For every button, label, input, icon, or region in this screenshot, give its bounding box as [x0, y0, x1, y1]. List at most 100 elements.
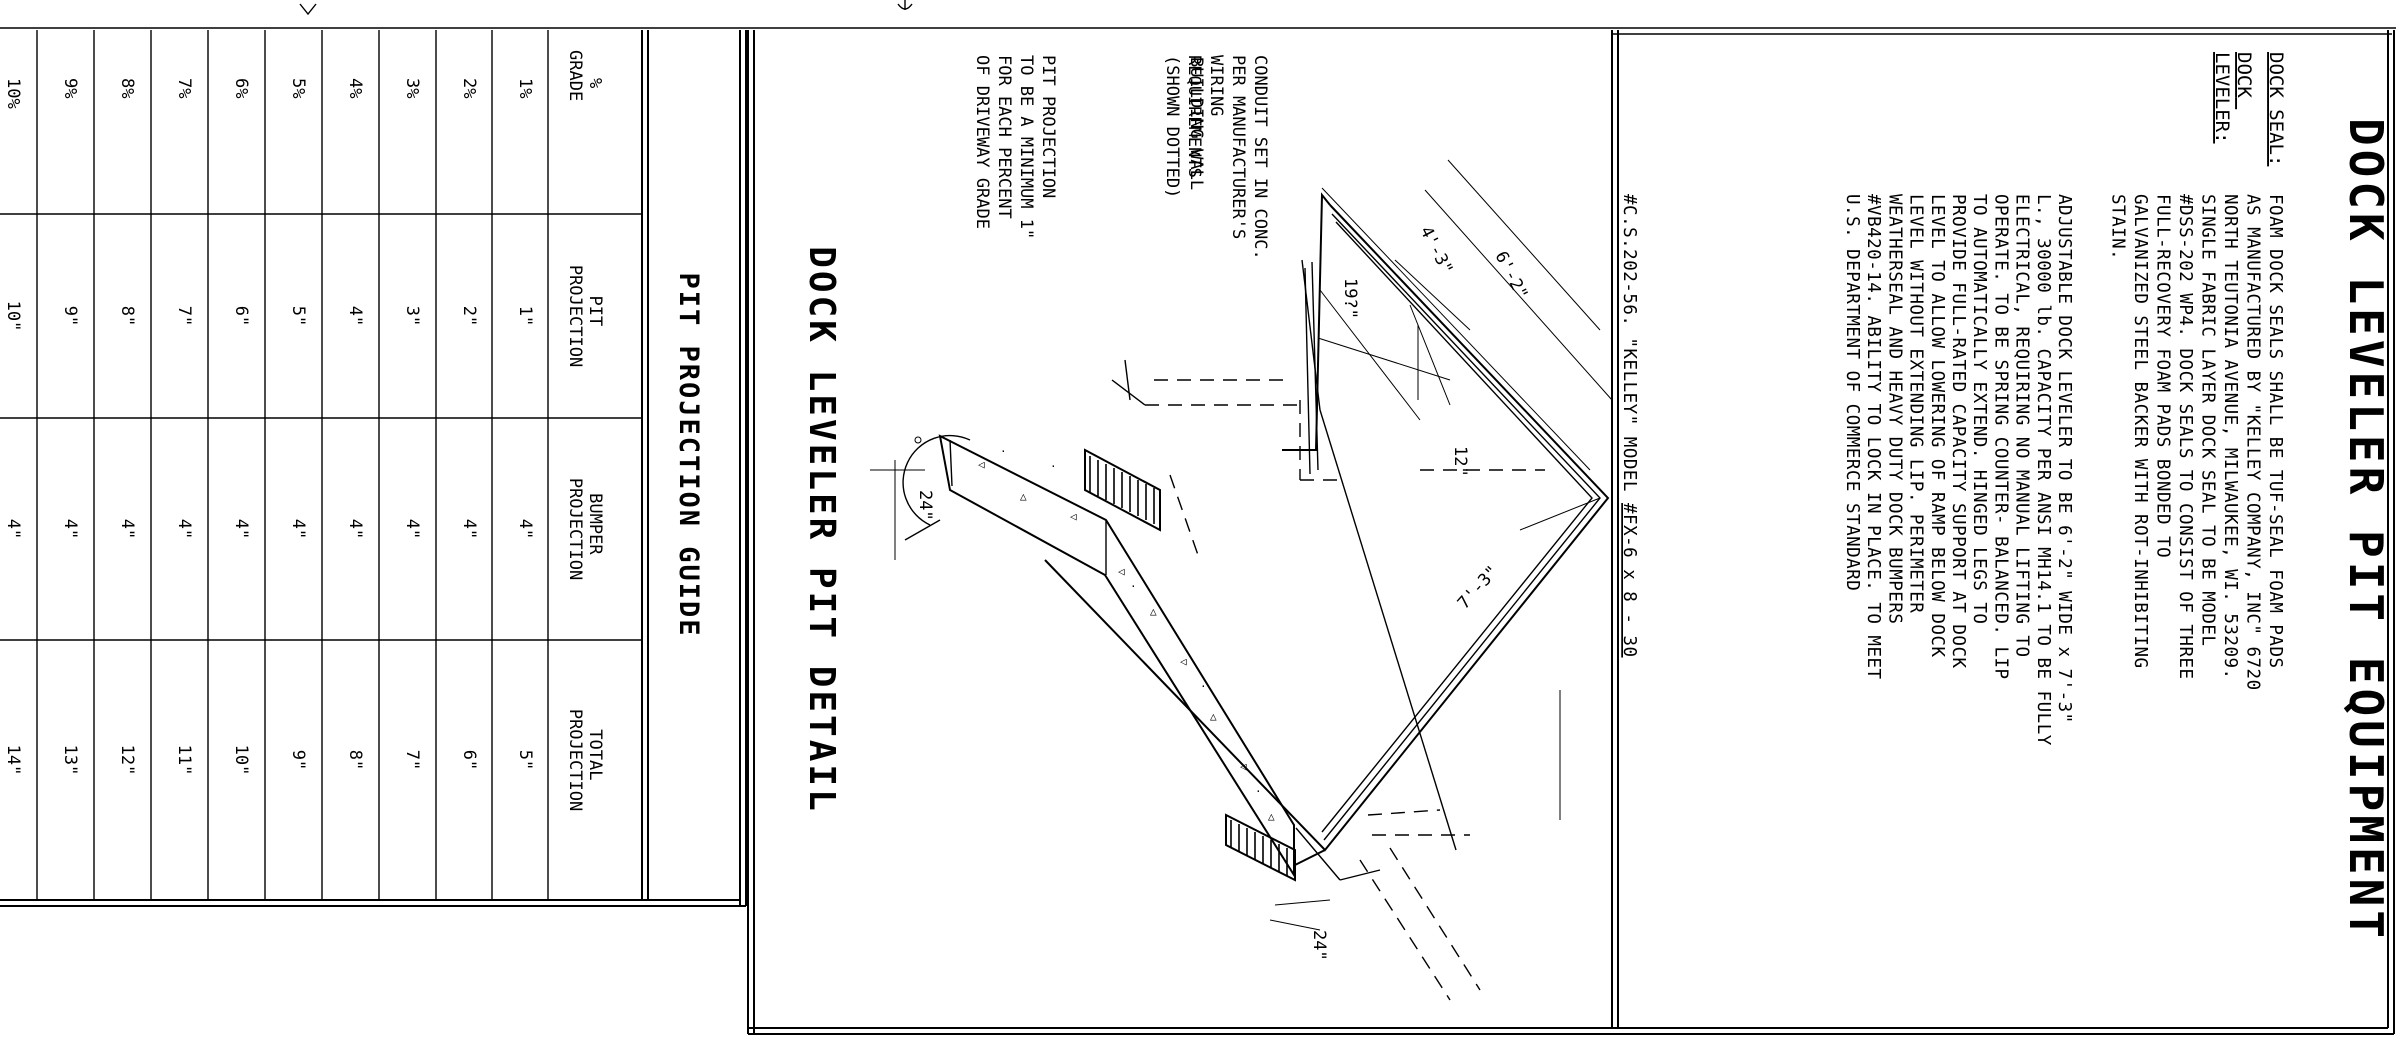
pit-projection-cell: 10": [3, 301, 23, 332]
pit-detail-panel: DOCK LEVELER PIT DETAIL CONDUIT SET IN C…: [801, 55, 1613, 1001]
dock-leveler-model-line: #C.S.202-56. "KELLEY" MODEL #FX-6 x 8 - …: [1619, 194, 1639, 658]
dock-seal-line: STAIN.: [2108, 194, 2128, 260]
total-projection-cell: 10": [231, 745, 251, 776]
dock-seal-line: GALVANIZED STEEL BACKER WITH ROT-INHIBIT…: [2130, 194, 2150, 669]
guide-title: PIT PROJECTION GUIDE: [673, 272, 704, 637]
dock-seal-line: FULL-RECOVERY FOAM PADS BONDED TO: [2153, 194, 2173, 558]
total-projection-cell: 14": [3, 745, 23, 776]
conduit-note-line-1: CONDUIT SET IN CONC.: [1250, 55, 1270, 260]
dock-leveler-line: ELECTRICAL, REQUIRING NO MANUAL LIFTING …: [2012, 194, 2032, 658]
header-total-line-1: TOTAL: [585, 729, 605, 780]
bumper-projection-cell: 4": [231, 519, 251, 539]
dock-seal-line: AS MANUFACTURED BY "KELLEY COMPANY, INC"…: [2243, 194, 2263, 691]
grade-cell: 5%: [288, 78, 308, 98]
pit-projection-note-line-4: OF DRIVEWAY GRADE: [972, 55, 992, 229]
dim-length: 7'-3": [1454, 562, 1503, 613]
header-total-projection: TOTAL PROJECTION: [565, 709, 605, 811]
header-pit-projection: PIT PROJECTION: [565, 265, 605, 367]
pit-projection-note-line-3: FOR EACH PERCENT: [994, 55, 1014, 219]
dock-leveler-line: LEVEL WITHOUT EXTENDING LIP. PERIMETER: [1906, 194, 1926, 613]
pit-projection-cell: 2": [459, 306, 479, 326]
total-projection-cell: 7": [402, 750, 422, 770]
total-projection-cell: 13": [60, 745, 80, 776]
bumper-right: [1225, 813, 1296, 882]
grade-cell: 6%: [231, 78, 251, 98]
grade-cell: 10%: [3, 78, 23, 109]
total-projection-cell: 5": [515, 750, 535, 770]
total-projection-cell: 12": [117, 745, 137, 776]
total-projection-cell: 6": [459, 750, 479, 770]
pit-isometric-drawing: ◁△◁ ·◁△ ◁△◁ △·· ··: [870, 159, 1613, 1001]
dock-leveler-line: OPERATE. TO BE SPRING COUNTER- BALANCED.…: [1990, 194, 2010, 680]
bumper-projection-cell: 4": [402, 519, 422, 539]
table-row: 1%1"4"5": [515, 78, 535, 770]
bumper-projection-cell: 4": [288, 519, 308, 539]
header-grade-line-2: GRADE: [565, 50, 585, 101]
dock-leveler-label-line-1: DOCK: [2233, 52, 2255, 98]
grade-cell: 7%: [174, 78, 194, 98]
grade-cell: 2%: [459, 78, 479, 98]
dock-seal-line: NORTH TEUTONIA AVENUE, MILWAUKEE, WI. 53…: [2220, 194, 2240, 680]
total-projection-cell: 11": [174, 745, 194, 776]
pit-projection-note: PIT PROJECTION TO BE A MINIMUM 1" FOR EA…: [972, 55, 1058, 249]
pit-projection-cell: 8": [117, 306, 137, 326]
header-pit-line-1: PIT: [585, 296, 605, 327]
table-row: 2%2"4"6": [459, 78, 479, 770]
dock-leveler-line: LEVEL TO ALLOW LOWERING OF RAMP BELOW DO…: [1927, 194, 1947, 658]
bumper-projection-cell: 4": [60, 519, 80, 539]
pit-projection-note-line-1: PIT PROJECTION: [1038, 55, 1058, 198]
table-row: 4%4"4"8": [345, 78, 365, 770]
dim-width: 6'-2": [1491, 248, 1532, 303]
dim-curb-bottom: 24": [1309, 930, 1329, 961]
dock-leveler-line: L., 30000 lb. CAPACITY PER ANSI MH14.1 T…: [2033, 194, 2053, 746]
conduit-note-line-3: WIRING: [1206, 55, 1226, 116]
dock-leveler-line: PROVIDE FULL-RATED CAPACITY SUPPORT AT D…: [1948, 194, 1968, 669]
dock-seal-line: #DSS-202 WP4. DOCK SEALS TO CONSIST OF T…: [2175, 194, 2195, 680]
bumper-projection-cell: 4": [3, 519, 23, 539]
pit-projection-cell: 4": [345, 306, 365, 326]
dock-leveler-model-prefix: #C.S.202-56. "KELLEY" MODEL: [1619, 194, 1639, 503]
dim-lip: 12": [1450, 446, 1470, 477]
header-grade-line-1: %: [585, 78, 605, 88]
table-row: 7%7"4"11": [174, 78, 194, 775]
guide-frame: [0, 30, 747, 907]
pit-projection-cell: 9": [60, 306, 80, 326]
grade-cell: 8%: [117, 78, 137, 98]
dock-seal-line: FOAM DOCK SEALS SHALL BE TUF-SEAL FOAM P…: [2265, 194, 2285, 669]
bumper-projection-cell: 4": [515, 519, 535, 539]
conduit-note-line-2: PER MANUFACTURER'S: [1228, 55, 1248, 239]
dock-leveler-line: ADJUSTABLE DOCK LEVELER TO BE 6'-2" WIDE…: [2054, 194, 2074, 724]
header-bumper-projection: BUMPER PROJECTION: [565, 478, 605, 580]
conduit-note: CONDUIT SET IN CONC. PER MANUFACTURER'S …: [1206, 55, 1270, 270]
table-row: 3%3"4"7": [402, 78, 422, 770]
header-bumper-line-2: PROJECTION: [565, 478, 585, 580]
guide-header: % GRADE PIT PROJECTION BUMPER PROJECTION…: [565, 50, 605, 811]
grade-cell: 4%: [345, 78, 365, 98]
dock-seal-line: SINGLE FABRIC LAYER DOCK SEAL TO BE MODE…: [2198, 194, 2218, 646]
dock-seal-text: FOAM DOCK SEALS SHALL BE TUF-SEAL FOAM P…: [2108, 194, 2286, 691]
dim-inner: 4'-3": [1416, 223, 1457, 278]
dock-leveler-model-number: #FX-6 x 8 - 30: [1619, 503, 1639, 658]
dock-leveler-line: TO AUTOMATICALLY EXTEND. HINGED LEGS TO: [1969, 194, 1989, 624]
pit-projection-cell: 1": [515, 306, 535, 326]
dock-leveler-label-line-2: LEVELER:: [2211, 52, 2233, 144]
table-row: 5% 5" 4" 9": [288, 78, 308, 770]
dock-leveler-line: #VB420-14. ABILITY TO LOCK IN PLACE. TO …: [1863, 194, 1883, 680]
building-wall-note: BUILDING WALL: [1186, 57, 1206, 190]
requirements-note: REQUIREMENTS: [1184, 55, 1204, 178]
detail-title: DOCK LEVELER PIT DETAIL: [801, 246, 842, 814]
pit-projection-guide: PIT PROJECTION GUIDE % GRADE PIT PROJECT…: [0, 30, 747, 907]
bumper-projection-cell: 4": [345, 519, 365, 539]
dock-leveler-text: ADJUSTABLE DOCK LEVELER TO BE 6'-2" WIDE…: [1842, 194, 2074, 746]
total-projection-cell: 9": [288, 750, 308, 770]
header-pit-line-2: PROJECTION: [565, 265, 585, 367]
dock-seal-label: DOCK SEAL:: [2265, 52, 2287, 166]
header-grade: % GRADE: [565, 50, 605, 101]
table-row: 8%8"4"12": [117, 78, 137, 775]
pit-projection-cell: 5": [288, 306, 308, 326]
guide-rows: 1%1"4"5"2%2"4"6"3%3"4"7"4%4"4"8"5%5"4"9"…: [3, 78, 535, 775]
bumper-projection-cell: 4": [174, 519, 194, 539]
table-row: 6%6"4"10": [231, 78, 251, 775]
